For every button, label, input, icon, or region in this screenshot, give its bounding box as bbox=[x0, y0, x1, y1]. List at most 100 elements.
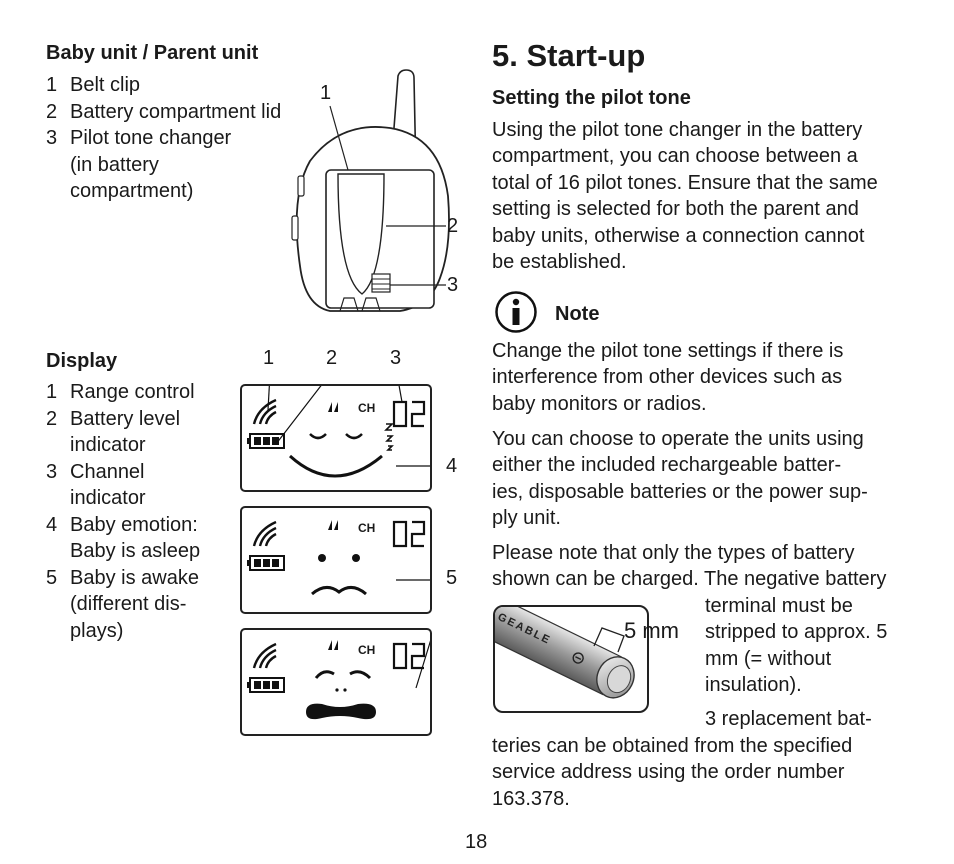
list-item-number: 1 bbox=[46, 74, 58, 96]
section-subheading: Setting the pilot tone bbox=[492, 87, 691, 109]
info-icon bbox=[495, 291, 537, 333]
channel-label: CH bbox=[358, 401, 376, 415]
hair-icon bbox=[328, 402, 338, 412]
text-line: service address using the order number bbox=[492, 761, 845, 784]
list-item-text: (in battery bbox=[70, 153, 159, 176]
callout-belt-clip: 1 bbox=[320, 82, 332, 104]
device-illustration bbox=[291, 69, 450, 312]
hair-icon bbox=[328, 520, 338, 530]
text-line: baby units, otherwise a connection canno… bbox=[492, 224, 865, 247]
paragraph-terminal: terminal must be stripped to approx. 5 m… bbox=[705, 593, 915, 699]
lcd-graphics bbox=[247, 520, 430, 596]
display-heading: Display bbox=[46, 350, 118, 372]
battery-illustration: GEABLE bbox=[493, 605, 649, 713]
text-line: teries can be obtained from the specifie… bbox=[492, 735, 853, 757]
text-line: compartment, you can choose between a bbox=[492, 145, 858, 168]
text-line: You can choose to operate the units usin… bbox=[492, 428, 864, 450]
range-signal-icon bbox=[252, 520, 277, 547]
list-item: 5 Baby is awake (different dis- plays) bbox=[46, 565, 246, 645]
list-item: 3 Channel indicator bbox=[46, 459, 246, 512]
callout-awake: 5 bbox=[446, 567, 458, 589]
text-line: shown can be charged. The negative batte… bbox=[492, 568, 887, 591]
range-signal-icon bbox=[252, 398, 277, 425]
lcd-display-crying: CH bbox=[240, 628, 432, 736]
squint-eye-right bbox=[349, 670, 372, 680]
crying-mouth bbox=[306, 703, 376, 720]
battery-graphic bbox=[495, 607, 635, 699]
range-signal-icon bbox=[252, 642, 277, 669]
channel-label: CH bbox=[358, 521, 376, 535]
text-line: total of 16 pilot tones. Ensure that the… bbox=[492, 171, 878, 194]
smile-mouth bbox=[288, 454, 383, 478]
battery-icon bbox=[247, 433, 285, 449]
callout-channel: 3 bbox=[390, 347, 402, 369]
list-item-text: plays) bbox=[70, 619, 124, 642]
units-list: 1 Belt clip 2 Battery compartment lid 3 … bbox=[46, 72, 316, 205]
list-item-number: 5 bbox=[46, 566, 58, 589]
list-item: 2 Battery level indicator bbox=[46, 406, 246, 459]
open-eye-left bbox=[318, 554, 326, 562]
text-line: baby monitors or radios. bbox=[492, 392, 707, 415]
neutral-mouth bbox=[311, 586, 367, 596]
list-item-text: indicator bbox=[70, 487, 146, 509]
text-line: Using the pilot tone changer in the batt… bbox=[492, 119, 863, 141]
callout-pilot-tone: 3 bbox=[447, 274, 459, 296]
text-line: be established. bbox=[492, 251, 627, 274]
list-item-text: Belt clip bbox=[70, 74, 141, 96]
display-list: 1 Range control 2 Battery level indicato… bbox=[46, 379, 246, 644]
paragraph-note: Change the pilot tone settings if there … bbox=[492, 338, 922, 417]
list-item-text: compartment) bbox=[70, 180, 194, 202]
text-line: terminal must be bbox=[705, 595, 853, 617]
text-line: 3 replacement bat- bbox=[705, 708, 872, 730]
list-item-text: Range control bbox=[70, 381, 195, 403]
text-line: 163.378. bbox=[492, 787, 570, 810]
sleep-z-icon bbox=[384, 423, 394, 451]
battery-icon bbox=[247, 677, 285, 693]
list-item-text: Pilot tone changer bbox=[70, 127, 232, 149]
callout-range: 1 bbox=[263, 347, 275, 369]
list-item-number: 1 bbox=[46, 381, 58, 403]
list-item-number: 2 bbox=[46, 100, 58, 123]
list-item: 4 Baby emotion: Baby is asleep bbox=[46, 512, 246, 565]
channel-digits bbox=[392, 520, 426, 548]
page-number: 18 bbox=[465, 831, 488, 853]
measure-bracket bbox=[593, 627, 625, 653]
channel-digits bbox=[392, 642, 426, 670]
list-item-number: 2 bbox=[46, 407, 58, 430]
paragraph-power-options: You can choose to operate the units usin… bbox=[492, 426, 922, 532]
text-line: mm (= without bbox=[705, 647, 832, 670]
list-item: 1 Range control bbox=[46, 379, 246, 406]
lcd-display-asleep: CH bbox=[240, 384, 432, 492]
list-item-text: Channel bbox=[70, 460, 145, 483]
list-item-text: indicator bbox=[70, 434, 146, 456]
note-label: Note bbox=[555, 303, 600, 325]
text-line: stripped to approx. 5 bbox=[705, 621, 888, 644]
open-eye-right bbox=[352, 554, 360, 562]
list-item-text: Baby is awake bbox=[70, 566, 199, 589]
list-item: 3 Pilot tone changer (in battery compart… bbox=[46, 125, 316, 205]
paragraph-charging: Please note that only the types of batte… bbox=[492, 540, 922, 593]
channel-digits bbox=[392, 400, 426, 428]
text-line: setting is selected for both the parent … bbox=[492, 198, 859, 221]
text-line: ply unit. bbox=[492, 507, 561, 530]
lcd-display-awake: CH bbox=[240, 506, 432, 614]
list-item-text: Battery compartment lid bbox=[70, 100, 282, 123]
paragraph-replacement: teries can be obtained from the specifie… bbox=[492, 733, 922, 812]
text-line: Please note that only the types of batte… bbox=[492, 542, 855, 564]
callout-asleep: 4 bbox=[446, 455, 458, 477]
paragraph-replacement-start: 3 replacement bat- bbox=[705, 706, 915, 732]
callout-battery-level: 2 bbox=[326, 347, 338, 369]
channel-label: CH bbox=[358, 643, 376, 657]
hair-icon bbox=[328, 640, 338, 650]
list-item-number: 4 bbox=[46, 513, 58, 536]
page-title: 5. Start-up bbox=[492, 38, 646, 73]
lcd-graphics bbox=[247, 386, 430, 478]
list-item-text: (different dis- bbox=[70, 593, 187, 615]
text-line: interference from other devices such as bbox=[492, 366, 843, 389]
text-line: ies, disposable batteries or the power s… bbox=[492, 480, 868, 503]
list-item: 1 Belt clip bbox=[46, 72, 316, 99]
battery-measure-label: 5 mm bbox=[624, 618, 679, 643]
text-line: either the included rechargeable batter- bbox=[492, 454, 842, 477]
closed-eye-left bbox=[309, 433, 327, 440]
list-item-number: 3 bbox=[46, 460, 58, 483]
